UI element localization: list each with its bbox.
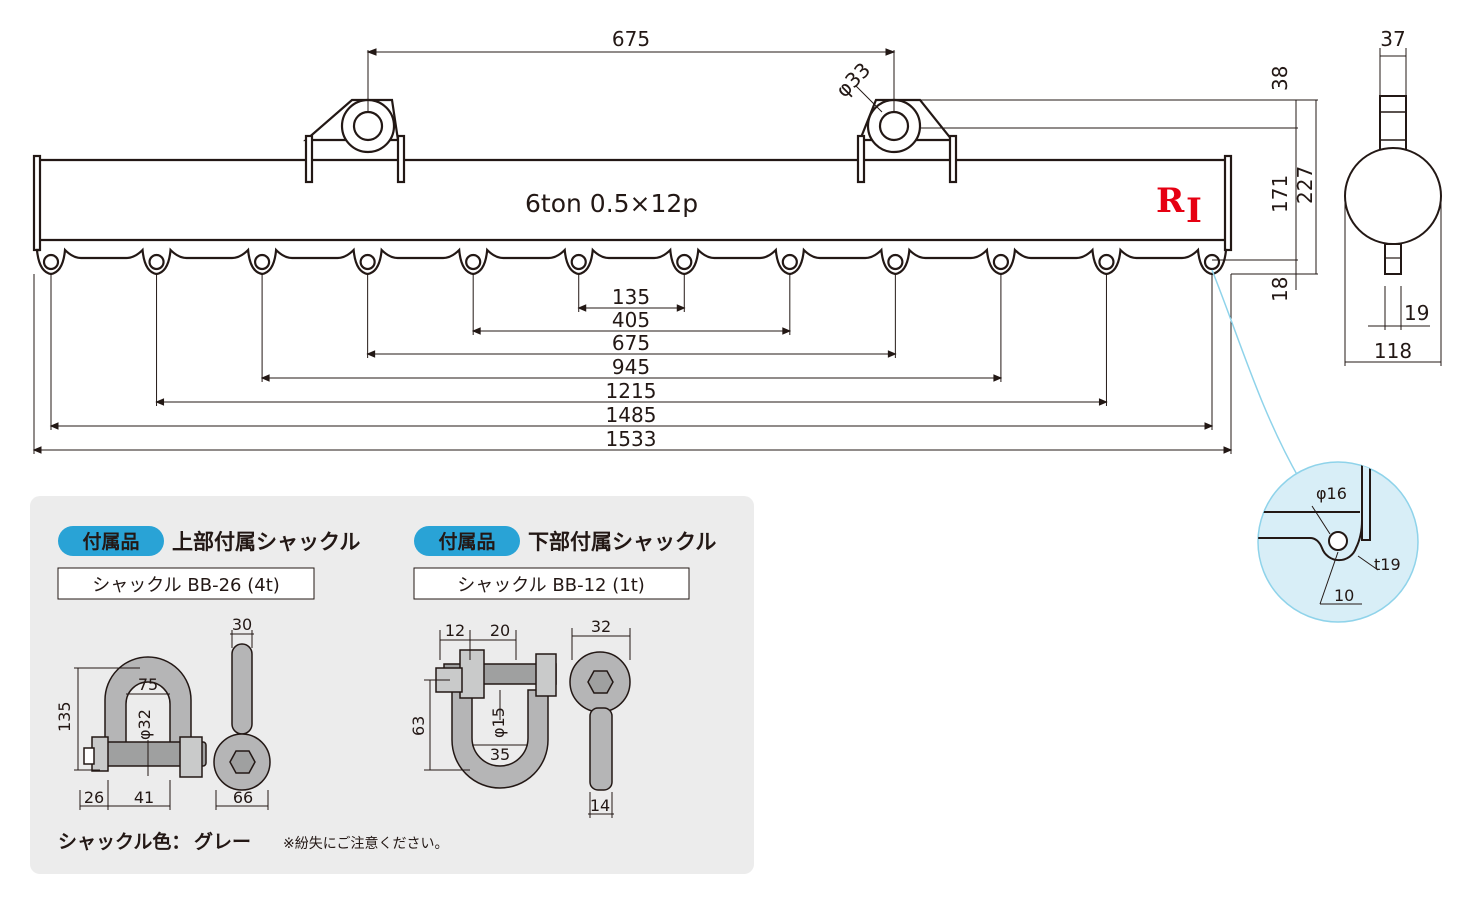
span-arrows	[155, 398, 1108, 406]
span-arrows	[49, 422, 1214, 430]
dim-side-pin: 19	[1404, 301, 1429, 325]
top-lug-right	[856, 98, 958, 184]
upper-shackle-front	[83, 656, 207, 778]
detail-thickness: t19	[1374, 555, 1401, 574]
dim-18: 18	[1268, 277, 1292, 302]
beam-hole	[781, 253, 798, 271]
beam-hole	[42, 253, 60, 271]
beam-hole	[148, 253, 165, 271]
dim-right-verticals	[894, 99, 1318, 290]
beam-hole	[253, 253, 271, 271]
upper-shackle-side	[213, 643, 271, 791]
span-label: 1215	[606, 379, 657, 403]
dim-eye-dia-label: φ33	[831, 58, 875, 102]
shackle-color-label: シャックル色：	[58, 830, 190, 853]
dim-side-total: 118	[1374, 339, 1412, 363]
logo-letter-i: I	[1186, 191, 1202, 231]
beam-label: 6ton 0.5×12p	[525, 189, 698, 218]
span-label: 405	[612, 308, 650, 332]
left-model: シャックル BB-26 (4t)	[92, 575, 280, 596]
upper-dim-30: 30	[232, 615, 252, 634]
upper-dim-66: 66	[233, 788, 253, 807]
span-label: 945	[612, 355, 650, 379]
span-label: 1533	[606, 427, 657, 451]
dim-227: 227	[1293, 166, 1317, 204]
beam-hole	[1098, 253, 1115, 271]
span-label: 675	[612, 331, 650, 355]
lower-shackle-front	[435, 649, 557, 789]
upper-shackle-dims	[74, 630, 269, 810]
span-label: 135	[612, 285, 650, 309]
span-arrows	[366, 350, 897, 358]
beam-hole	[676, 253, 693, 271]
beam-hole	[887, 253, 904, 271]
span-arrows	[260, 374, 1003, 382]
left-title: 上部付属シャックル	[172, 530, 360, 554]
bottom-span-dimensions	[32, 274, 1233, 454]
beam-hole	[359, 253, 376, 271]
detail-hole-dia: φ16	[1316, 484, 1347, 503]
beam-hole	[992, 253, 1010, 271]
lifting-beam	[32, 98, 1233, 276]
side-view-dims	[1344, 48, 1442, 366]
span-label: 1485	[606, 403, 657, 427]
lower-dim-35: 35	[490, 745, 510, 764]
right-badge: 付属品	[438, 530, 495, 553]
beam-hole	[1203, 253, 1221, 271]
dim-top-span-label: 675	[612, 27, 650, 51]
left-accessory-header: 付属品 上部付属シャックル シャックル BB-26 (4t)	[57, 526, 360, 600]
lower-dim-32: 32	[591, 617, 611, 636]
lower-shackle-side	[569, 651, 631, 791]
beam-hole	[465, 253, 482, 271]
lower-dim-15: φ15	[489, 707, 508, 738]
span-arrows	[577, 304, 686, 312]
upper-dim-32: φ32	[135, 709, 154, 740]
ri-logo: R I	[1156, 181, 1202, 231]
lower-dim-14: 14	[590, 796, 610, 815]
right-accessory-header: 付属品 下部付属シャックル シャックル BB-12 (1t)	[413, 526, 716, 600]
span-arrows	[471, 327, 792, 335]
dim-side-width: 37	[1380, 27, 1405, 51]
detail-radius: 10	[1334, 586, 1354, 605]
beam-hole	[570, 253, 587, 271]
lower-dim-12: 12	[445, 621, 465, 640]
dim-38: 38	[1268, 66, 1292, 91]
top-lug-left	[303, 98, 406, 184]
logo-letter-r: R	[1156, 181, 1185, 221]
upper-dim-26: 26	[84, 788, 104, 807]
lower-dim-63: 63	[409, 716, 428, 736]
upper-dim-41: 41	[134, 788, 154, 807]
dim-top-span	[366, 48, 896, 112]
bottom-plate	[35, 247, 1228, 276]
upper-dim-135: 135	[55, 701, 74, 732]
lower-shackle-dims	[424, 628, 631, 818]
lower-dim-20: 20	[490, 621, 510, 640]
span-arrows	[32, 446, 1233, 454]
upper-dim-75: 75	[138, 675, 158, 694]
detail-leader	[1211, 269, 1301, 481]
right-title: 下部付属シャックル	[528, 530, 716, 554]
bottom-holes	[42, 253, 1221, 271]
loss-note: ※紛失にご注意ください。	[283, 835, 448, 852]
dim-eye-diameter	[855, 85, 883, 113]
detail-magnifier: φ16 t19 10	[1257, 461, 1419, 623]
dim-171: 171	[1268, 175, 1292, 213]
left-badge: 付属品	[82, 530, 139, 553]
right-model: シャックル BB-12 (1t)	[457, 575, 645, 596]
shackle-color-value: グレー	[194, 830, 251, 853]
side-view	[1344, 95, 1442, 275]
